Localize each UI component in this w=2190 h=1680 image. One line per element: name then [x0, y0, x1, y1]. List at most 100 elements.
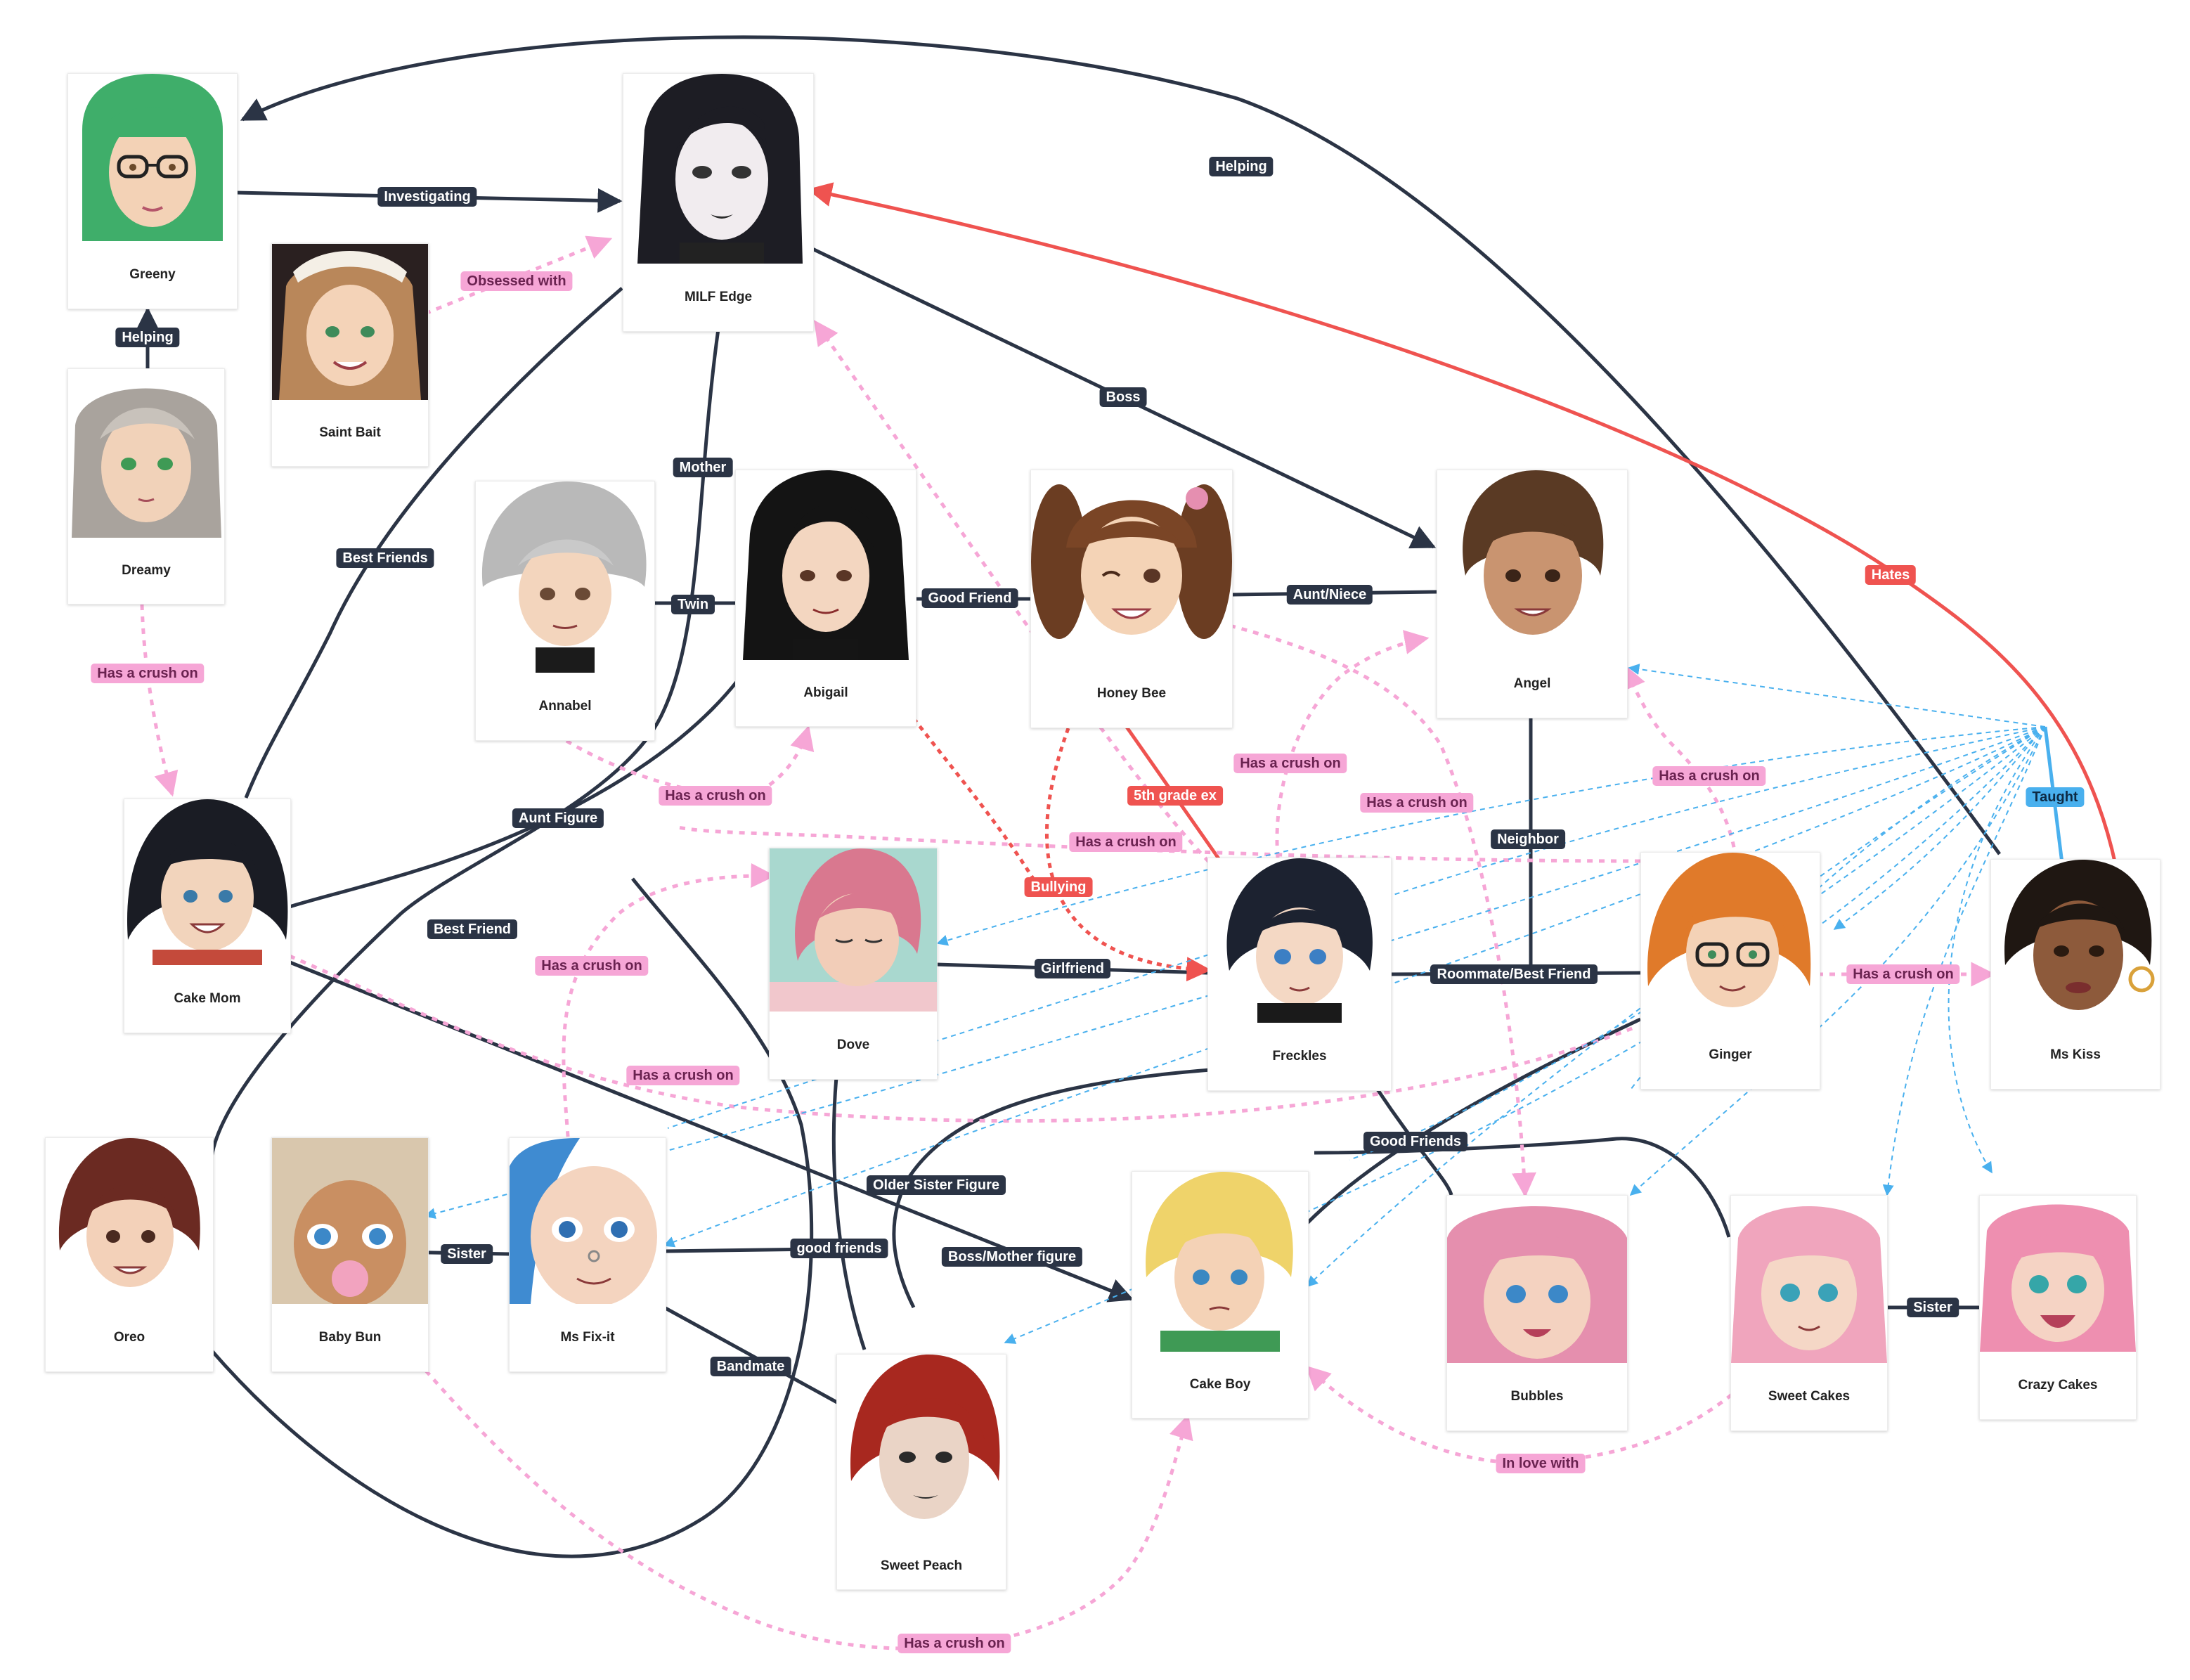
sweet-cakes-portrait: [1731, 1196, 1887, 1363]
cake-boy-name: Cake Boy: [1189, 1377, 1251, 1392]
milf-edge-portrait: [623, 74, 813, 264]
label-aunt-figure[interactable]: Aunt Figure: [512, 808, 604, 828]
freckles-name: Freckles: [1272, 1049, 1327, 1064]
label-has-crush-to-freckles[interactable]: Has a crush on: [1069, 832, 1183, 852]
label-in-love-with[interactable]: In love with: [1496, 1454, 1586, 1473]
card-greeny[interactable]: Greeny: [67, 73, 238, 309]
label-mother[interactable]: Mother: [673, 458, 733, 477]
label-older-sister-figure[interactable]: Older Sister Figure: [866, 1175, 1006, 1195]
baby-bun-name: Baby Bun: [318, 1330, 382, 1345]
crazy-cakes-portrait: [1980, 1196, 2136, 1352]
card-cake-mom[interactable]: Cake Mom: [124, 799, 291, 1033]
ms-kiss-portrait: [1991, 860, 2160, 1021]
label-roommate-best-friend[interactable]: Roommate/Best Friend: [1430, 964, 1598, 984]
card-baby-bun[interactable]: Baby Bun: [271, 1137, 429, 1372]
label-sister-babybun[interactable]: Sister: [441, 1244, 493, 1264]
label-fifth-grade-ex[interactable]: 5th grade ex: [1127, 786, 1223, 806]
label-good-friends-top[interactable]: Good Friends: [1363, 1132, 1467, 1151]
card-honey-bee[interactable]: Honey Bee: [1030, 470, 1233, 728]
dreamy-name: Dreamy: [122, 563, 171, 578]
label-twin[interactable]: Twin: [670, 595, 715, 614]
card-crazy-cakes[interactable]: Crazy Cakes: [1979, 1195, 2137, 1420]
label-helping-dreamy[interactable]: Helping: [115, 328, 180, 347]
label-best-friends[interactable]: Best Friends: [336, 548, 434, 568]
label-has-crush-cakemom[interactable]: Has a crush on: [626, 1066, 740, 1085]
annabel-portrait: [476, 482, 654, 673]
ginger-name: Ginger: [1709, 1047, 1752, 1062]
abigail-portrait: [736, 470, 916, 660]
label-aunt-niece[interactable]: Aunt/Niece: [1286, 585, 1373, 605]
ms-fixit-portrait: [510, 1138, 666, 1304]
label-neighbor[interactable]: Neighbor: [1491, 829, 1565, 849]
label-boss[interactable]: Boss: [1099, 387, 1147, 407]
card-dove[interactable]: Dove: [769, 848, 938, 1080]
card-ms-kiss[interactable]: Ms Kiss: [1990, 859, 2160, 1090]
crazy-cakes-name: Crazy Cakes: [2018, 1378, 2098, 1393]
dove-portrait: [770, 848, 937, 1012]
milf-edge-name: MILF Edge: [684, 290, 753, 304]
saint-bait-portrait: [272, 244, 428, 400]
card-oreo[interactable]: Oreo: [45, 1137, 214, 1372]
label-girlfriend[interactable]: Girlfriend: [1034, 959, 1111, 978]
ginger-portrait: [1641, 853, 1820, 1021]
dreamy-portrait: [68, 369, 224, 538]
label-sister-sweetcakes[interactable]: Sister: [1907, 1298, 1959, 1317]
sweet-peach-name: Sweet Peach: [880, 1558, 963, 1573]
label-has-crush-annabel[interactable]: Has a crush on: [659, 786, 772, 806]
card-saint-bait[interactable]: Saint Bait: [271, 243, 429, 467]
label-boss-mother-figure[interactable]: Boss/Mother figure: [941, 1247, 1083, 1267]
label-bullying[interactable]: Bullying: [1024, 877, 1093, 897]
label-has-crush-ginger-mskiss[interactable]: Has a crush on: [1846, 964, 1960, 984]
label-has-crush-ginger-angel[interactable]: Has a crush on: [1652, 766, 1766, 786]
card-ginger[interactable]: Ginger: [1640, 852, 1820, 1090]
label-best-friend[interactable]: Best Friend: [427, 919, 518, 939]
label-good-friend[interactable]: Good Friend: [921, 588, 1018, 608]
label-has-crush-dreamy[interactable]: Has a crush on: [91, 664, 205, 683]
label-good-friends-fixit[interactable]: good friends: [790, 1239, 888, 1258]
greeny-name: Greeny: [129, 267, 176, 282]
card-annabel[interactable]: Annabel: [475, 481, 655, 741]
annabel-name: Annabel: [538, 699, 592, 713]
card-cake-boy[interactable]: Cake Boy: [1132, 1171, 1309, 1419]
card-milf-edge[interactable]: MILF Edge: [623, 73, 814, 332]
label-bandmate[interactable]: Bandmate: [710, 1357, 791, 1376]
cake-mom-portrait: [124, 799, 290, 965]
bubbles-portrait: [1447, 1196, 1627, 1363]
cake-boy-portrait: [1132, 1172, 1308, 1352]
oreo-portrait: [46, 1138, 213, 1304]
card-dreamy[interactable]: Dreamy: [67, 368, 225, 605]
honey-bee-name: Honey Bee: [1096, 686, 1167, 701]
label-obsessed-with[interactable]: Obsessed with: [460, 271, 573, 291]
bubbles-name: Bubbles: [1510, 1389, 1564, 1404]
ms-kiss-name: Ms Kiss: [2050, 1047, 2101, 1062]
label-has-crush-freckles-angel[interactable]: Has a crush on: [1233, 754, 1347, 773]
angel-portrait: [1437, 470, 1627, 650]
cake-mom-name: Cake Mom: [174, 991, 241, 1006]
baby-bun-portrait: [272, 1138, 428, 1304]
card-bubbles[interactable]: Bubbles: [1446, 1195, 1628, 1431]
label-has-crush-honey-bubbles[interactable]: Has a crush on: [1360, 793, 1474, 813]
label-has-crush-fixit-dove[interactable]: Has a crush on: [535, 956, 649, 976]
card-abigail[interactable]: Abigail: [735, 470, 916, 727]
sweet-cakes-name: Sweet Cakes: [1768, 1389, 1851, 1404]
dove-name: Dove: [836, 1038, 870, 1052]
label-has-crush-bottom[interactable]: Has a crush on: [898, 1634, 1011, 1653]
card-freckles[interactable]: Freckles: [1207, 858, 1392, 1091]
ms-fixit-name: Ms Fix-it: [560, 1330, 615, 1345]
red-dashed-edges: [912, 717, 1212, 982]
card-ms-fixit[interactable]: Ms Fix-it: [509, 1137, 666, 1372]
card-angel[interactable]: Angel: [1437, 470, 1628, 718]
label-hates[interactable]: Hates: [1865, 565, 1917, 585]
greeny-portrait: [68, 74, 237, 241]
label-helping-top[interactable]: Helping: [1209, 157, 1274, 176]
abigail-name: Abigail: [803, 685, 848, 700]
sweet-peach-portrait: [837, 1355, 1006, 1543]
honey-bee-portrait: [1031, 470, 1232, 660]
card-sweet-peach[interactable]: Sweet Peach: [836, 1354, 1006, 1590]
saint-bait-name: Saint Bait: [319, 425, 381, 440]
label-investigating[interactable]: Investigating: [377, 187, 477, 207]
card-sweet-cakes[interactable]: Sweet Cakes: [1730, 1195, 1888, 1431]
label-taught[interactable]: Taught: [2026, 787, 2085, 807]
freckles-portrait: [1208, 858, 1391, 1023]
